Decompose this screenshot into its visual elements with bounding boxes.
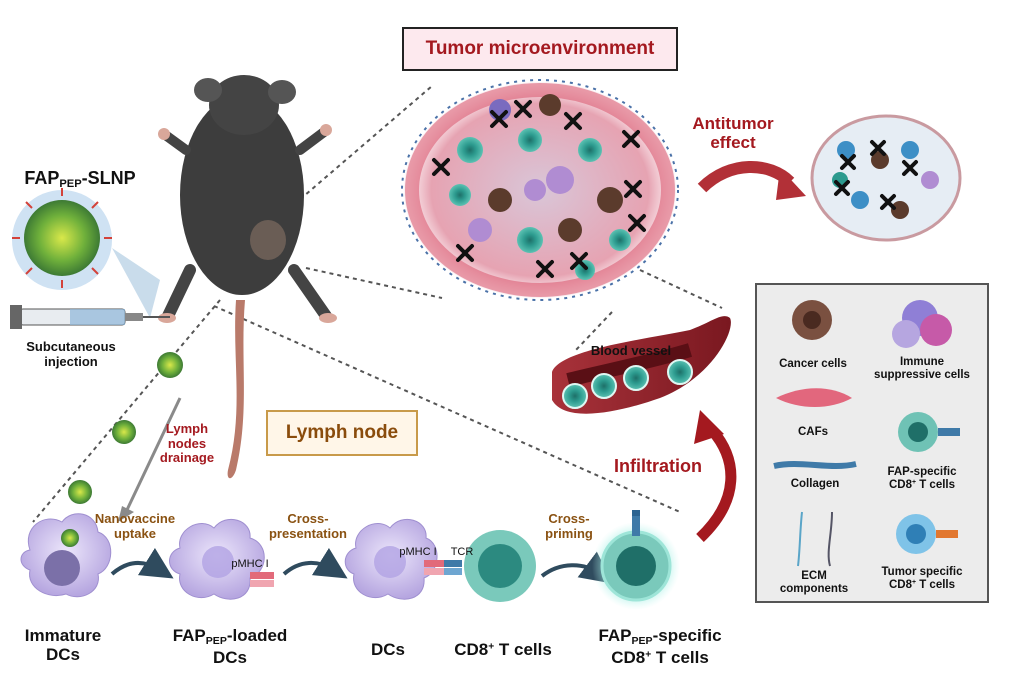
loaded-dcs-label: FAPPEP-loaded DCs: [172, 626, 288, 667]
arrow-cross-priming: [540, 551, 613, 584]
legend-box: [755, 283, 989, 603]
blood-vessel: [552, 316, 731, 414]
antitumor-effect-label: Antitumor effect: [692, 114, 774, 153]
tcr-label: TCR: [450, 546, 474, 558]
immature-dcs-label: Immature DCs: [24, 626, 102, 665]
legend-collagen: Collagen: [790, 478, 840, 490]
pmhc-label-loaded: pMHC I: [231, 558, 269, 570]
blood-vessel-label: Blood vessel: [590, 343, 672, 358]
lymph-node-title: Lymph node: [266, 410, 418, 456]
uptake-label: Nanovaccine uptake: [94, 511, 176, 541]
arrow-cross-presentation: [282, 547, 348, 579]
infiltration-arrow: [696, 426, 737, 542]
cd8-t-cells-label: CD8+ T cells: [454, 640, 552, 659]
drainage-label: Lymph nodes drainage: [159, 421, 215, 466]
infiltration-arrowhead: [694, 410, 724, 444]
fap-specific-t-cells-label: FAPPEP-specific CD8+ T cells: [598, 626, 722, 667]
mouse-illustration: [158, 75, 337, 479]
dcs-label: DCs: [370, 640, 405, 659]
legend-tumor-specific: Tumor specific CD8+ T cells: [881, 566, 963, 592]
pmhc-label-presenting: pMHC I: [399, 546, 437, 558]
arrow-uptake: [110, 547, 174, 579]
reduced-tumor: [810, 114, 962, 242]
cd8-t-cell: [464, 530, 536, 602]
injection-label: Subcutaneous injection: [26, 339, 116, 369]
infiltration-label: Infiltration: [614, 456, 702, 476]
cross-presentation-label: Cross-presentation: [268, 511, 347, 541]
syringe-illustration: [10, 305, 170, 329]
vaccine-name: FAPPEP-SLNP: [24, 168, 136, 191]
loaded-dc: [169, 518, 274, 600]
antitumor-arrowhead: [776, 168, 806, 200]
legend-cafs: CAFs: [797, 426, 829, 438]
legend-ecm-components: ECM components: [779, 570, 849, 596]
presenting-dc: [344, 518, 462, 600]
tumor-cells: [449, 94, 631, 280]
cross-priming-label: Cross-priming: [545, 511, 593, 541]
legend-cancer-cells: Cancer cells: [779, 358, 847, 370]
fap-specific-t-cell: [592, 510, 680, 610]
killed-markers: [432, 100, 646, 278]
nanoparticle-illustration: [12, 188, 160, 318]
nanoparticle-drainage: [68, 352, 183, 522]
legend-immune-suppressive: Immune suppressive cells: [874, 356, 970, 382]
legend-icons: [773, 300, 960, 567]
immature-dc: [20, 513, 112, 598]
antitumor-arrow: [697, 161, 795, 193]
tumor-microenvironment: [401, 79, 679, 301]
tumor-microenvironment-title: Tumor microenvironment: [402, 27, 678, 71]
legend-fap-specific: FAP-specific CD8+ T cells: [887, 466, 957, 492]
